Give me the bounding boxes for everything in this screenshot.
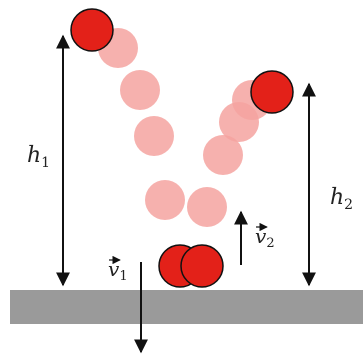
h2-label: h2 bbox=[330, 185, 353, 213]
h1-label: h1 bbox=[27, 143, 50, 171]
v2-subscript: 2 bbox=[266, 236, 274, 251]
v1-label: v1 bbox=[108, 257, 128, 284]
h1-subscript: 1 bbox=[41, 155, 50, 171]
v1-label-group: v1 bbox=[108, 255, 128, 284]
trail-ball bbox=[187, 187, 227, 227]
floor bbox=[10, 290, 363, 324]
h1-symbol: h bbox=[27, 143, 41, 168]
h2-subscript: 2 bbox=[344, 197, 353, 213]
v2-label: v2 bbox=[255, 224, 275, 251]
rising-trail bbox=[187, 80, 272, 227]
trail-ball bbox=[203, 135, 243, 175]
h2-symbol: h bbox=[330, 185, 344, 210]
trail-ball bbox=[120, 70, 160, 110]
peak-ball bbox=[250, 70, 294, 114]
falling-trail bbox=[98, 28, 185, 220]
trail-ball bbox=[145, 180, 185, 220]
trail-ball bbox=[134, 116, 174, 156]
v1-subscript: 1 bbox=[119, 269, 127, 284]
v2-label-group: v2 bbox=[255, 222, 275, 251]
impact-ball-right bbox=[180, 244, 224, 288]
start-ball bbox=[70, 8, 114, 52]
